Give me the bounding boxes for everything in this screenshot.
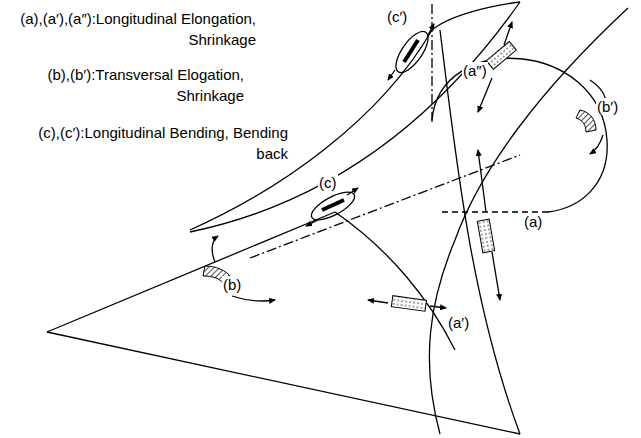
callout-label: (a″) <box>462 62 488 79</box>
callout-label: (a′) <box>447 314 470 331</box>
callout-label: (b′) <box>596 98 619 115</box>
callout-label: (c′) <box>386 8 408 25</box>
callout-label: (c) <box>318 174 338 191</box>
legend-note: (c),(c′):Longitudinal Bending, Bending b… <box>4 122 288 164</box>
callout-label: (b) <box>222 276 242 293</box>
legend-note: (a),(a′),(a″):Longitudinal Elongation, S… <box>4 8 256 50</box>
callout-label: (a) <box>523 213 543 230</box>
legend-note: (b),(b′):Transversal Elogation, Shrinkag… <box>4 64 244 106</box>
